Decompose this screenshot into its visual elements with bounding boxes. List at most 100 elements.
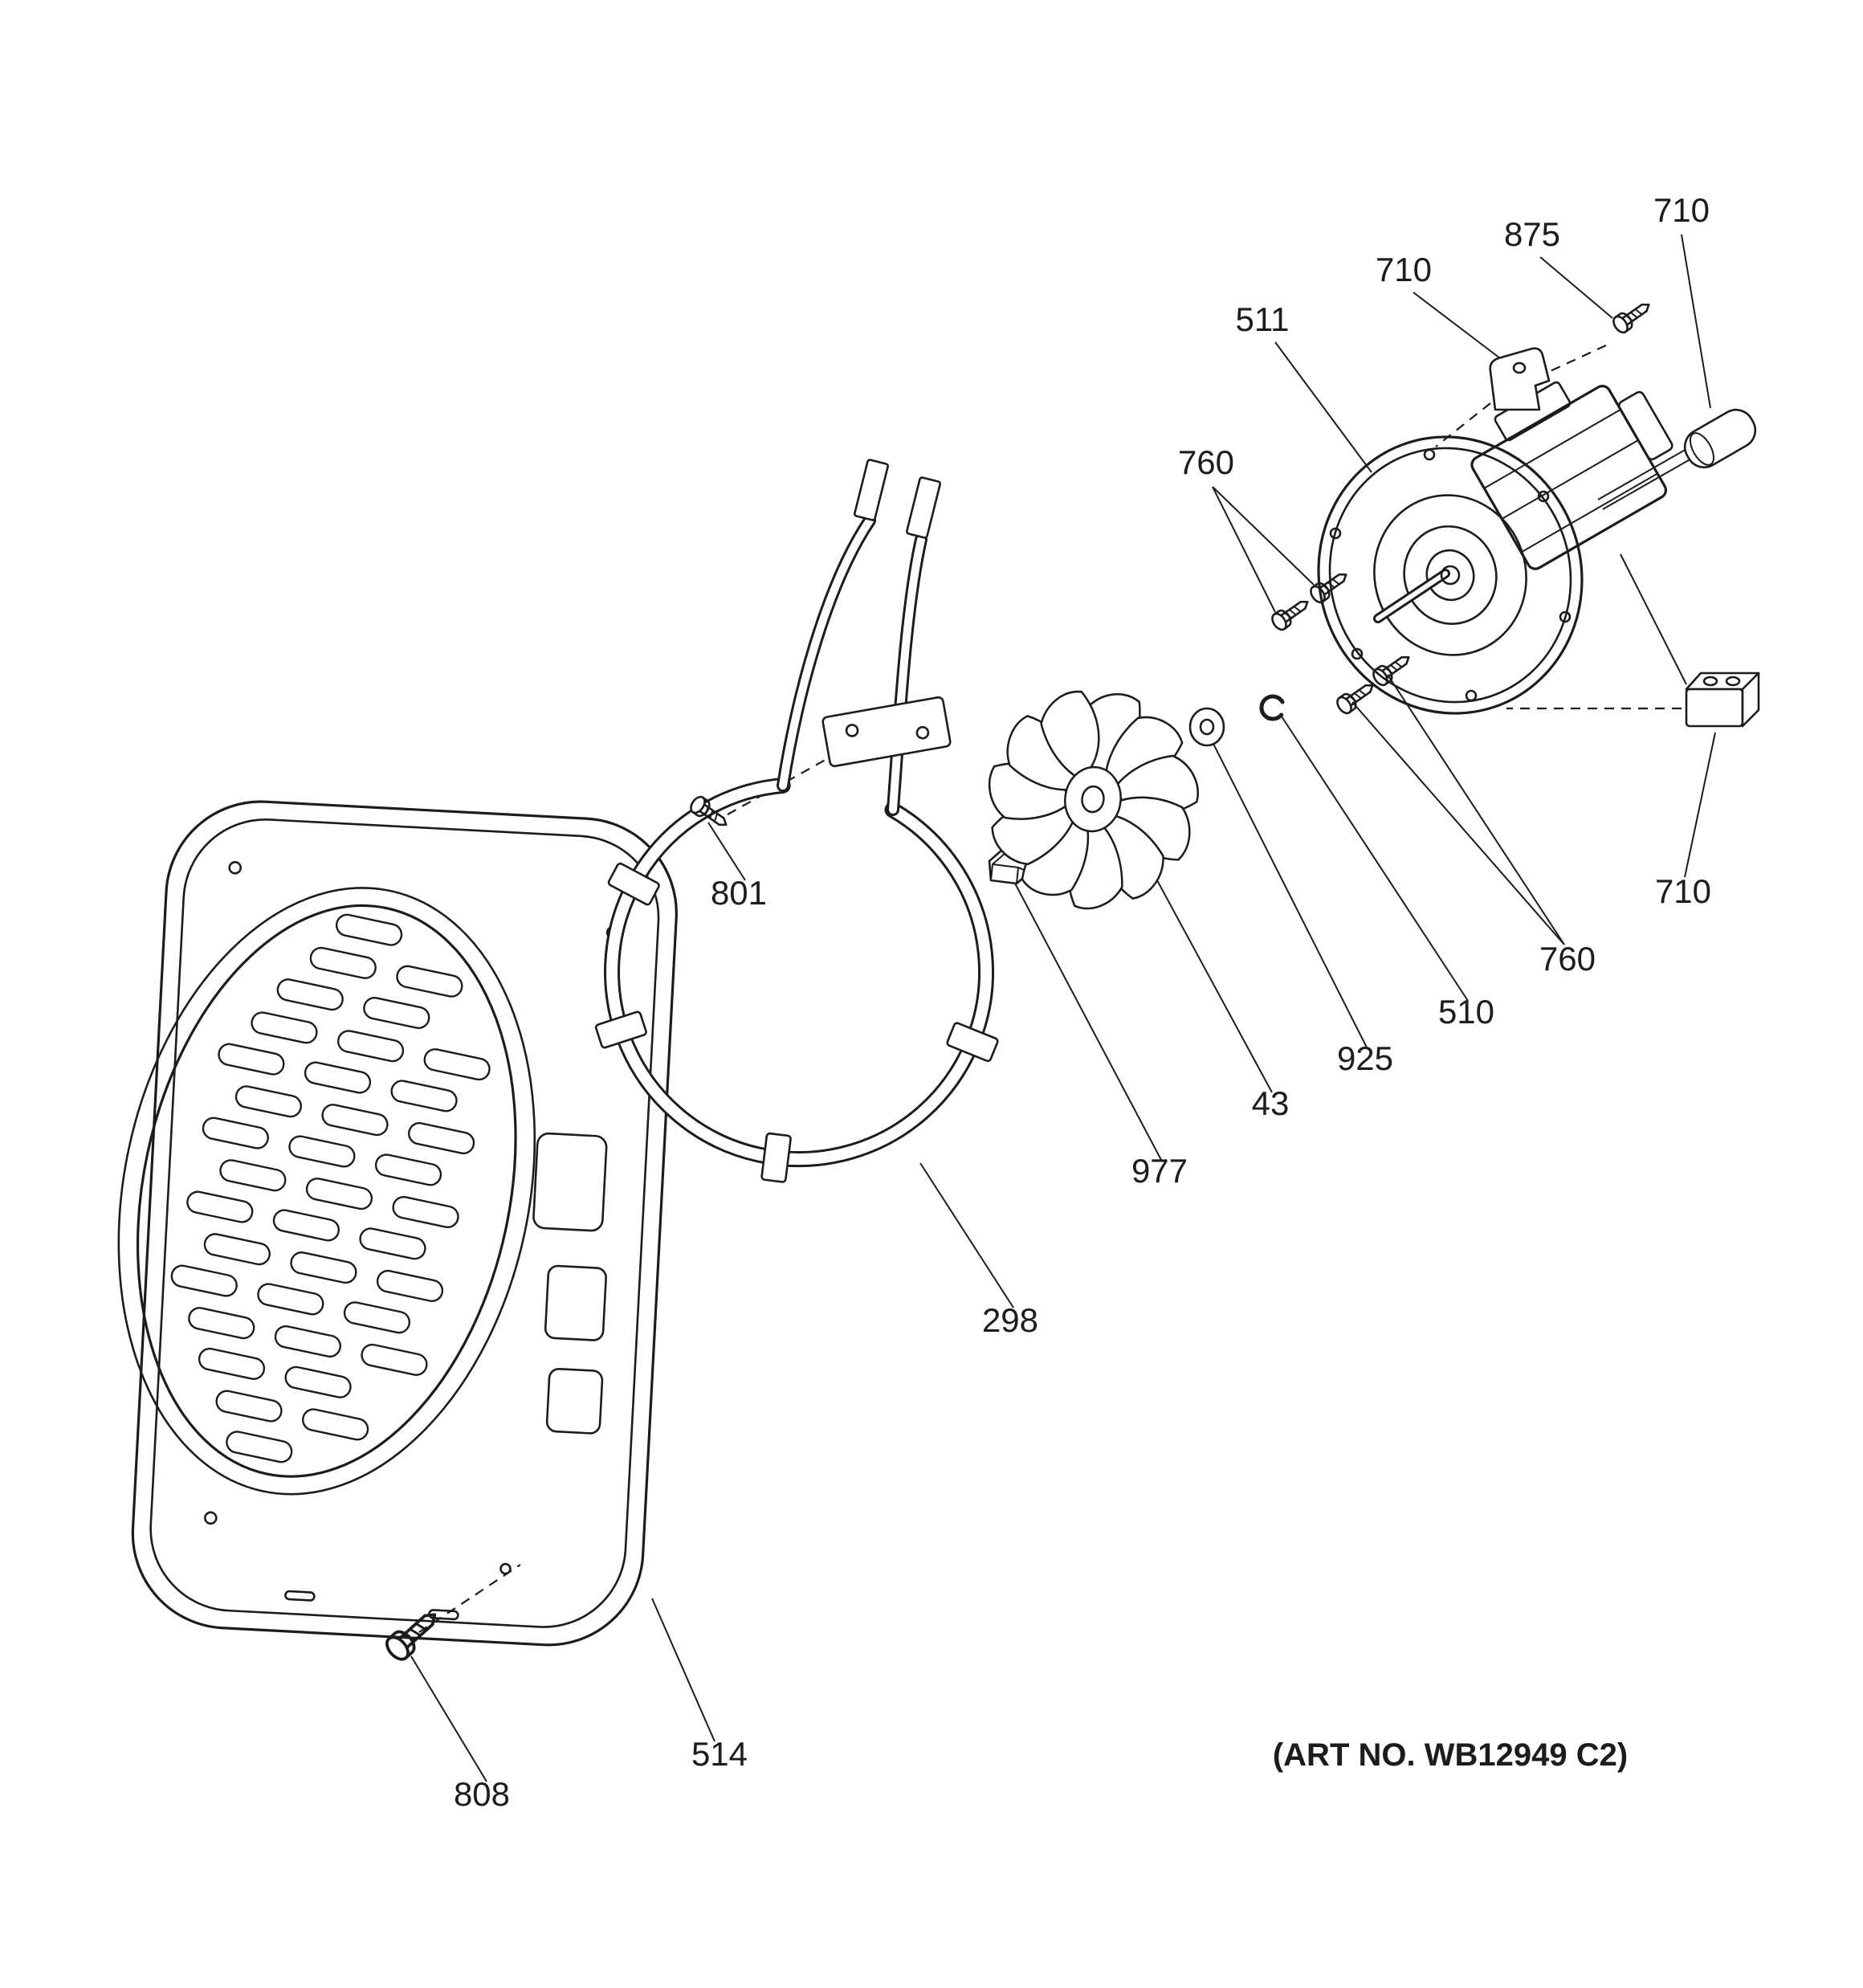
plate-screw-holes: [1329, 448, 1572, 702]
leader-lines: [410, 234, 1716, 1782]
grille-slot: [390, 1080, 458, 1112]
motor-housing: [1470, 385, 1668, 570]
leader-760-lower-a: [1351, 701, 1565, 945]
leader-511: [1274, 341, 1372, 473]
callout-298: 298: [982, 1301, 1038, 1339]
grille-slot: [251, 1011, 318, 1044]
callout-510: 510: [1438, 993, 1494, 1031]
fan-cover-panel-514: [117, 800, 678, 1647]
grille-slot: [392, 1195, 459, 1229]
spacer-body: [1683, 408, 1757, 469]
callout-760-upper: 760: [1178, 443, 1234, 481]
grille-slots: [170, 913, 491, 1463]
leader-875: [1539, 256, 1613, 319]
leader-43: [1146, 860, 1273, 1093]
panel-cutouts: [532, 1132, 608, 1435]
leader-977: [1013, 880, 1162, 1161]
plate-rim-inner: [1328, 447, 1572, 704]
spacer-710-cylinder: [1683, 408, 1757, 469]
grille-slot: [335, 913, 403, 946]
grille-slot: [274, 1325, 341, 1358]
spade-terminal-b: [906, 476, 941, 539]
panel-inner-edge: [149, 818, 660, 1628]
motor-housing-line-2: [1501, 439, 1639, 520]
grille-slot: [215, 1390, 283, 1423]
plate-hole-d: [1329, 527, 1342, 540]
bracket-710-top: [1489, 347, 1551, 411]
panel-hole-1: [228, 860, 243, 875]
plate-boss-outer: [1373, 494, 1527, 656]
callout-710-upper: 710: [1376, 251, 1432, 288]
spade-terminal-a: [854, 459, 889, 521]
leader-808: [410, 1655, 487, 1782]
plate-hole-e: [1423, 448, 1436, 461]
leader-925: [1212, 741, 1368, 1048]
bracket-710-right: [1685, 672, 1760, 728]
callout-801: 801: [711, 874, 767, 912]
element-clip-a: [607, 862, 660, 906]
leader-710-upper: [1413, 292, 1501, 359]
bracket-710-top-hole: [1512, 361, 1527, 374]
grille-slot: [188, 1307, 255, 1340]
art-number: (ART NO. WB12949 C2): [1273, 1737, 1628, 1773]
callout-875: 875: [1504, 215, 1560, 253]
screws-760: [1268, 566, 1415, 717]
grille-slot: [290, 1251, 357, 1284]
element-lead-b-fill: [889, 536, 925, 814]
bracket-right-hole-2: [1725, 676, 1741, 687]
grille-slot: [363, 997, 430, 1030]
callout-labels: 710 875 710 511 760 710 760 510 925 43 9…: [454, 191, 1711, 1813]
grille-slot: [284, 1365, 352, 1398]
shaft-center: [1440, 565, 1461, 586]
fan-blade-43: [985, 684, 1204, 912]
grille-slot: [186, 1190, 254, 1223]
grille-slot: [304, 1061, 372, 1094]
washer-outer: [1188, 707, 1225, 747]
grille-slot: [309, 946, 377, 979]
grille-inner-ring: [136, 904, 517, 1478]
grille-slot: [408, 1122, 475, 1155]
motor-shaft-fill: [1376, 571, 1448, 621]
dash-screw801-to-plate: [727, 753, 838, 815]
grille-slot: [343, 1301, 411, 1334]
grille-slot: [288, 1135, 356, 1168]
screw-808: [381, 1603, 445, 1665]
grille-slot: [359, 1227, 426, 1260]
leader-760-upper-a: [1212, 486, 1276, 613]
grille-slot: [276, 978, 344, 1011]
motor-assembly-511: [1317, 381, 1705, 715]
panel-slot-1: [284, 1590, 316, 1602]
element-clips: [594, 862, 999, 1183]
motor-end-cap: [1617, 390, 1673, 461]
plate-hole-b: [1465, 689, 1478, 702]
grille-slot: [272, 1209, 340, 1242]
plate-hole-c: [1351, 647, 1364, 660]
panel-cutout-1: [532, 1132, 608, 1232]
washer-925: [1188, 707, 1225, 747]
grille-slot: [219, 1159, 287, 1192]
vent-grille: [117, 887, 536, 1496]
plate-boss-inner: [1425, 549, 1475, 602]
grille-slot: [203, 1233, 271, 1266]
motor-mount-plate: [1317, 435, 1584, 715]
callout-43: 43: [1252, 1084, 1290, 1122]
panel-screw-holes: [204, 860, 620, 1621]
leader-760-upper-b: [1212, 486, 1315, 586]
panel-outer-edge: [131, 800, 678, 1647]
element-clip-d: [946, 1022, 999, 1063]
screw-760-a: [1268, 594, 1314, 634]
callout-760-lower: 760: [1539, 940, 1596, 978]
callout-511: 511: [1236, 300, 1290, 338]
washer-bore: [1199, 718, 1215, 736]
callout-808: 808: [454, 1775, 510, 1813]
bracket-right-side-face: [1741, 672, 1760, 728]
leader-760-lower-b: [1387, 674, 1565, 945]
panel-hole-4: [499, 1562, 512, 1575]
fan-hub-bore: [1081, 785, 1105, 814]
bracket-710-top-body: [1489, 347, 1551, 411]
screw-875: [1609, 296, 1655, 337]
motor-housing-line-1: [1483, 409, 1621, 489]
grille-slot: [218, 1043, 285, 1076]
panel-cutout-3: [545, 1367, 604, 1435]
